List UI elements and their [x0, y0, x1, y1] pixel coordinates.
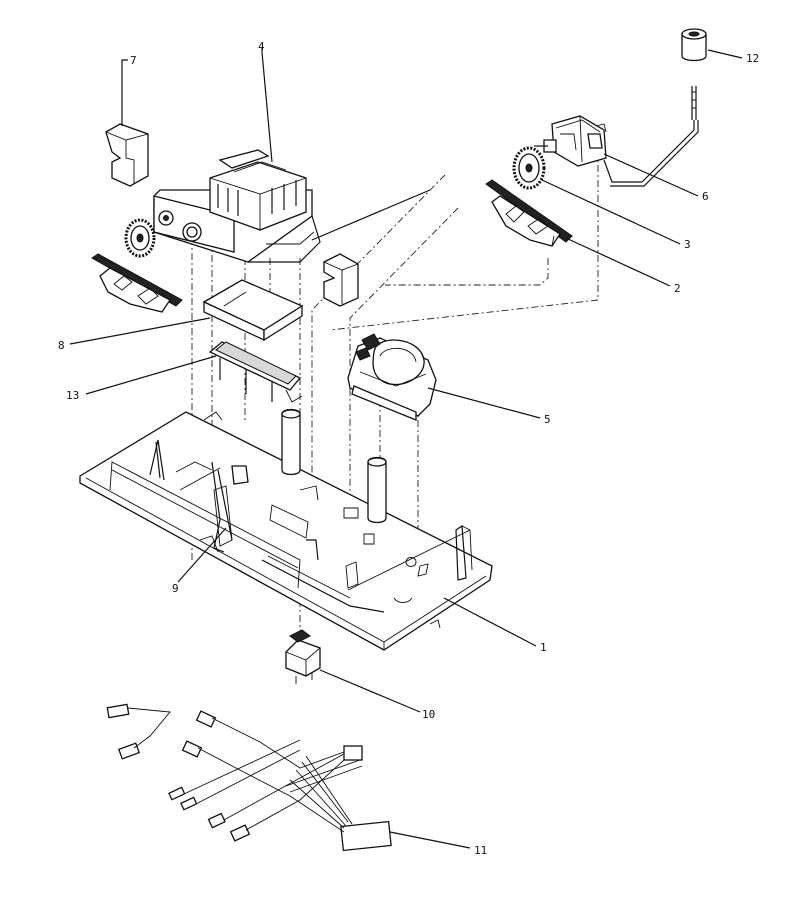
label-13: 13	[66, 389, 79, 402]
label-5: 5	[544, 413, 551, 426]
part-12-sensor-bulb	[603, 28, 707, 187]
part-8-insulation-block	[202, 279, 304, 342]
part-11-wire-harness	[106, 703, 392, 852]
part-9-plate-bracket	[199, 485, 233, 553]
label-9: 9	[172, 582, 179, 595]
label-8: 8	[58, 339, 65, 352]
part-10-switch	[285, 629, 321, 684]
rack-holder-left	[91, 253, 183, 313]
part-7-bracket	[105, 123, 149, 187]
part-6-control-thermostat	[534, 115, 607, 167]
label-10: 10	[422, 708, 435, 721]
part-5-fan-motor	[347, 333, 437, 421]
label-7: 7	[130, 54, 137, 67]
label-6: 6	[702, 190, 709, 203]
part-13-channel-bracket	[208, 341, 303, 403]
label-11: 11	[474, 844, 487, 857]
damper-clip	[323, 253, 359, 307]
part-1-base-plate	[79, 408, 493, 651]
part-3-gear-right	[512, 146, 546, 190]
gear-left	[124, 218, 156, 258]
part-4-damper-housing	[153, 149, 431, 263]
label-1: 1	[540, 641, 547, 654]
label-4: 4	[258, 40, 265, 53]
part-2-rack-holder-right	[485, 179, 573, 247]
label-12: 12	[746, 52, 759, 65]
label-3: 3	[684, 238, 691, 251]
leader-lines	[69, 48, 743, 849]
label-2: 2	[674, 282, 681, 295]
callout-labels: 7 4 12 6 3 2 5 8 13 9 1 10 11	[58, 40, 759, 857]
